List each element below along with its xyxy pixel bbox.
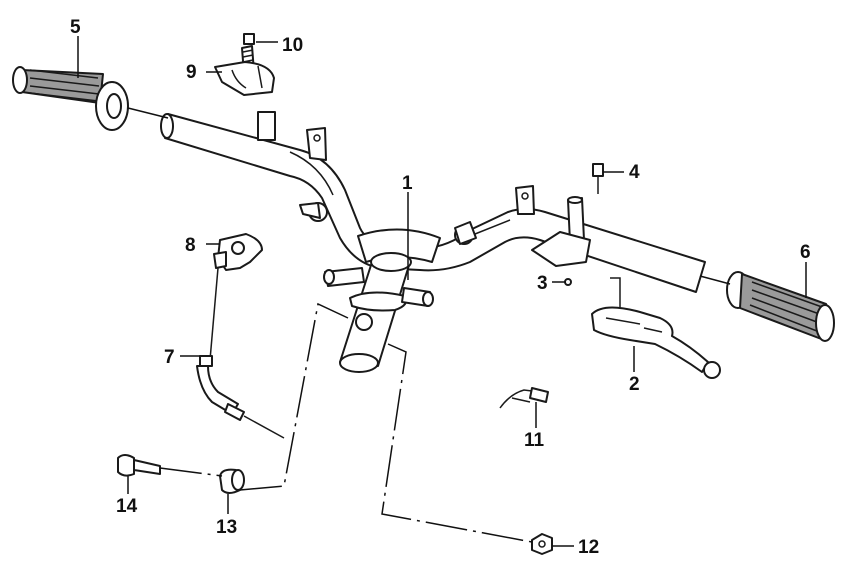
callout-3: 3 xyxy=(537,273,548,294)
bolt-14[interactable] xyxy=(117,454,161,477)
callout-13: 13 xyxy=(216,517,237,538)
wire-clip-11[interactable] xyxy=(499,387,549,409)
brake-lever-2[interactable] xyxy=(591,277,721,379)
throttle-cable-7[interactable] xyxy=(196,267,285,439)
clamp-bracket-9[interactable] xyxy=(214,61,275,96)
callout-12: 12 xyxy=(578,537,599,558)
callout-4: 4 xyxy=(629,162,640,183)
callout-14: 14 xyxy=(116,496,138,517)
bolt-4[interactable] xyxy=(592,163,604,194)
callout-6: 6 xyxy=(800,242,811,263)
assembly-lines xyxy=(127,107,731,543)
throttle-housing-8[interactable] xyxy=(213,233,263,271)
callout-11: 11 xyxy=(524,430,545,451)
stem-post[interactable] xyxy=(323,252,434,373)
callout-7: 7 xyxy=(164,347,175,368)
callout-8: 8 xyxy=(185,235,196,256)
callout-9: 9 xyxy=(186,62,197,83)
lever-bracket-3[interactable] xyxy=(531,196,591,286)
leader-lines xyxy=(77,36,807,547)
callout-1: 1 xyxy=(402,173,413,194)
callout-labels: 5 10 9 1 4 3 6 8 7 2 11 14 13 12 xyxy=(70,17,811,558)
left-grip[interactable] xyxy=(12,66,129,131)
right-grip[interactable] xyxy=(726,271,835,342)
callout-5: 5 xyxy=(70,17,81,38)
callout-10: 10 xyxy=(282,35,303,56)
callout-2: 2 xyxy=(629,374,640,395)
nut-12[interactable] xyxy=(531,533,553,555)
